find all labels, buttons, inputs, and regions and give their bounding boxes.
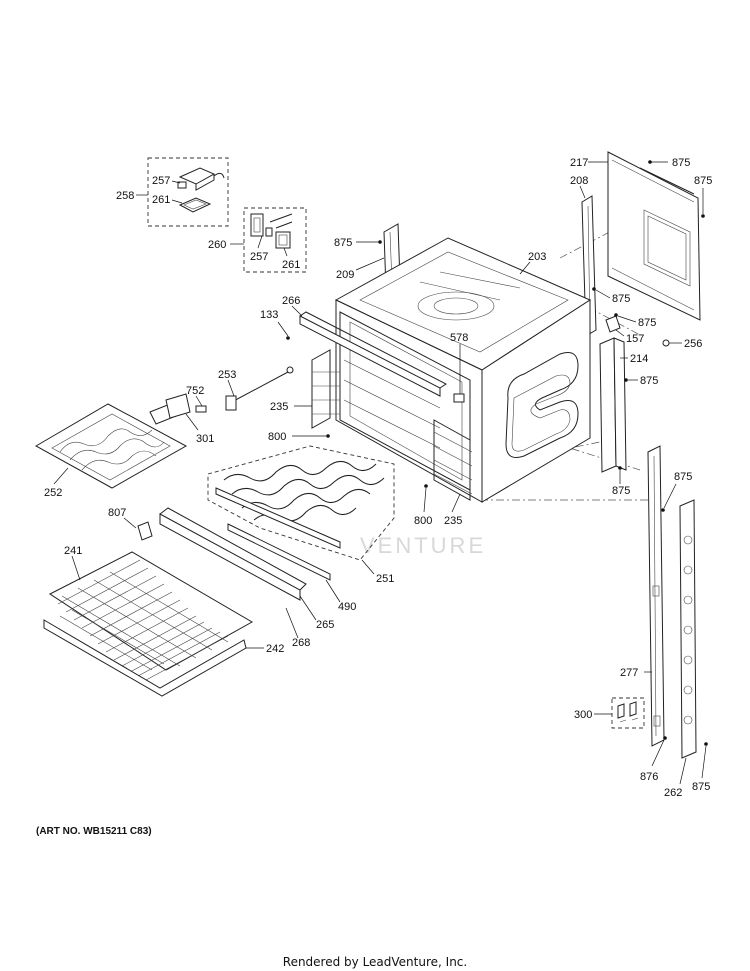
bake-element-251 xyxy=(207,445,395,561)
callout-265: 265 xyxy=(316,619,334,631)
callout-490: 490 xyxy=(338,601,356,613)
callout-875: 875 xyxy=(692,781,710,793)
callout-241: 241 xyxy=(64,545,82,557)
kit-258 xyxy=(147,157,229,227)
door-trim-266 xyxy=(299,311,447,397)
callout-256: 256 xyxy=(684,338,702,350)
callout-875: 875 xyxy=(638,317,656,329)
callout-labels: 217 875 875 208 258 257 261 260 257 261 … xyxy=(44,157,712,799)
callout-301: 301 xyxy=(196,433,214,445)
callout-253: 253 xyxy=(218,369,236,381)
callout-752: 752 xyxy=(186,385,204,397)
callout-261: 261 xyxy=(282,259,300,271)
callout-876: 876 xyxy=(640,771,658,783)
callout-258: 258 xyxy=(116,190,134,202)
callout-203: 203 xyxy=(528,251,546,263)
callout-257: 257 xyxy=(250,251,268,263)
broil-element-252 xyxy=(34,403,188,489)
callout-251: 251 xyxy=(376,573,394,585)
callout-209: 209 xyxy=(336,269,354,281)
footer-credit: Rendered by LeadVenture, Inc. xyxy=(282,955,468,969)
callout-807: 807 xyxy=(108,507,126,519)
rear-panel-217 xyxy=(607,151,701,321)
callout-261: 261 xyxy=(152,194,170,206)
side-strip-277 xyxy=(647,445,665,747)
rack-support-235-right xyxy=(433,419,473,501)
callout-875: 875 xyxy=(612,293,630,305)
callout-235: 235 xyxy=(270,401,288,413)
kit-300 xyxy=(611,697,645,729)
callout-268: 268 xyxy=(292,637,310,649)
callout-875: 875 xyxy=(672,157,690,169)
callout-875: 875 xyxy=(334,237,352,249)
callout-157: 157 xyxy=(626,333,644,345)
callout-235: 235 xyxy=(444,515,462,527)
side-strip-262 xyxy=(679,499,697,759)
art-number: (ART NO. WB15211 C83) xyxy=(36,826,152,837)
oven-rack-241 xyxy=(43,551,254,697)
side-panel-214 xyxy=(599,337,627,473)
callout-277: 277 xyxy=(620,667,638,679)
callout-262: 262 xyxy=(664,787,682,799)
callout-266: 266 xyxy=(282,295,300,307)
oven-cavity-203 xyxy=(334,237,592,503)
callout-875: 875 xyxy=(640,375,658,387)
callout-217: 217 xyxy=(570,157,588,169)
watermark-text: VENTURE xyxy=(360,533,486,558)
callout-260: 260 xyxy=(208,239,226,251)
callout-875: 875 xyxy=(694,175,712,187)
callout-252: 252 xyxy=(44,487,62,499)
switch-157 xyxy=(605,315,621,333)
channel-265 xyxy=(159,507,307,601)
sensor-253 xyxy=(225,366,294,411)
callout-208: 208 xyxy=(570,175,588,187)
callout-242: 242 xyxy=(266,643,284,655)
callout-800: 800 xyxy=(414,515,432,527)
bracket-301 xyxy=(165,393,207,419)
callout-133: 133 xyxy=(260,309,278,321)
callout-257: 257 xyxy=(152,175,170,187)
leader-lines xyxy=(53,160,708,785)
callout-578: 578 xyxy=(450,332,468,344)
kit-260 xyxy=(243,207,307,273)
callout-214: 214 xyxy=(630,353,648,365)
callout-300: 300 xyxy=(574,709,592,721)
callout-875: 875 xyxy=(612,485,630,497)
callout-800: 800 xyxy=(268,431,286,443)
rack-support-235-left xyxy=(311,349,340,429)
callout-875: 875 xyxy=(674,471,692,483)
trim-807 xyxy=(137,521,153,541)
rail-490 xyxy=(227,523,331,581)
